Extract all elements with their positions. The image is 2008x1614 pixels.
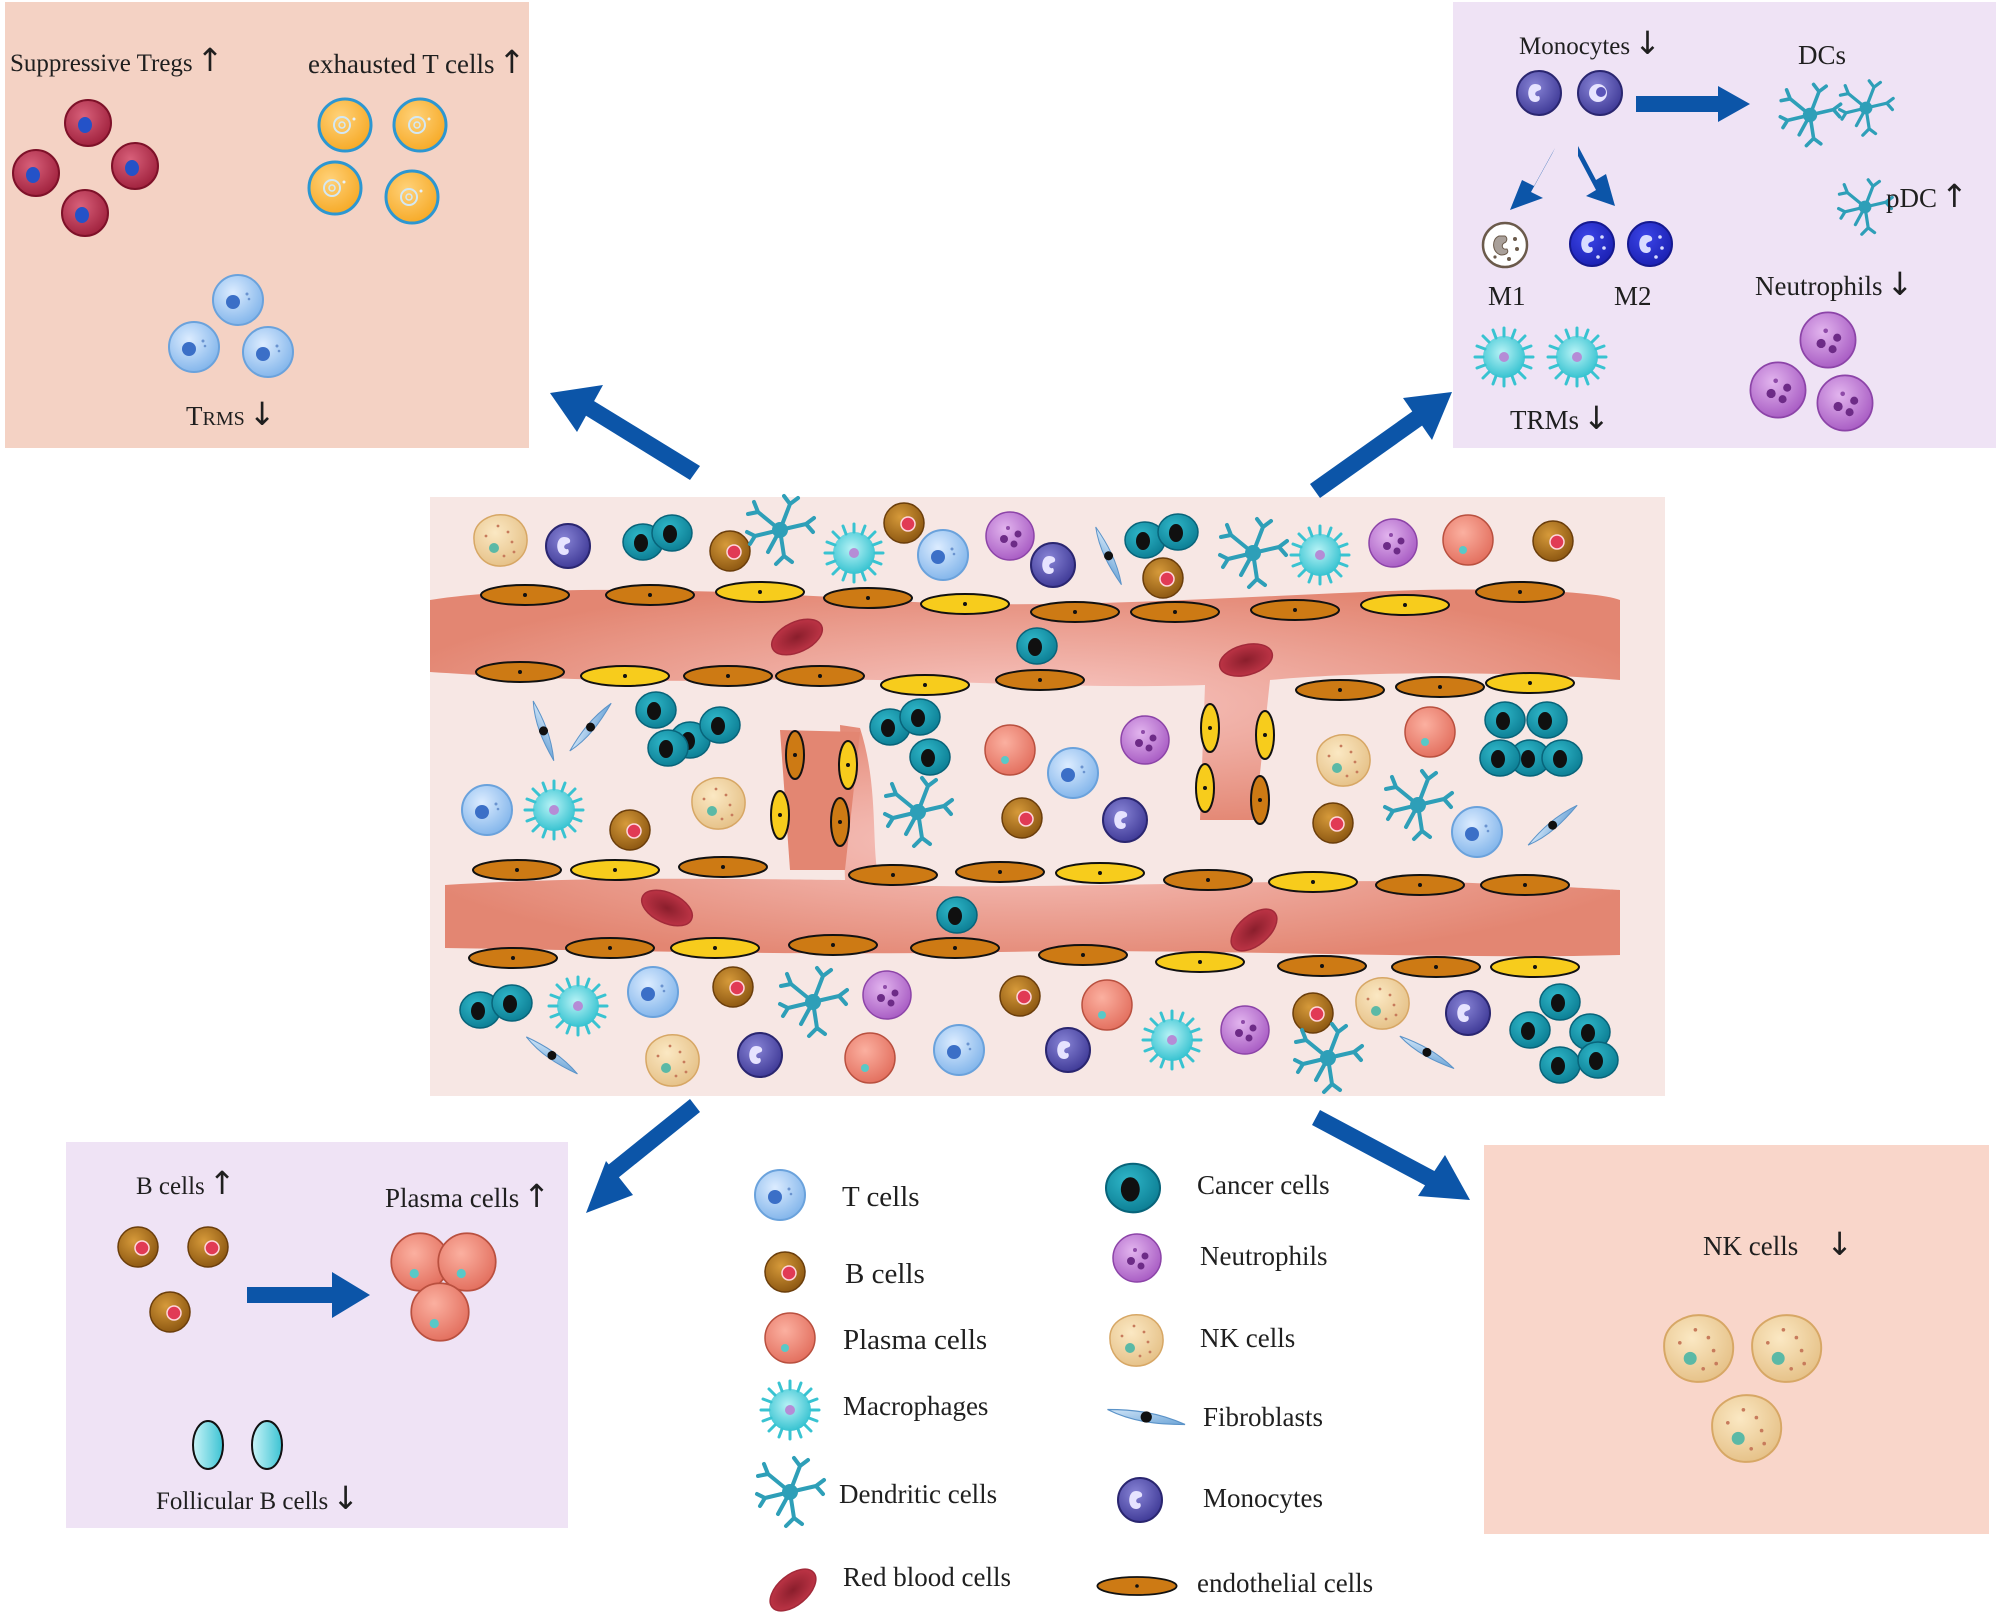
follicular-text: Follicular B cells xyxy=(156,1488,329,1515)
exhausted-text: exhausted T cells xyxy=(308,49,495,79)
up-arrow-icon: ↑ xyxy=(208,1164,236,1202)
bcell-to-plasma-arrow xyxy=(247,1272,370,1318)
arrow-to-bottom-right xyxy=(1312,1110,1470,1200)
label-dcs: DCs xyxy=(1798,40,1847,70)
legend-label-plasma-cells: Plasma cells xyxy=(843,1324,988,1356)
label-nk-cells: NK cells ↓ xyxy=(1703,1228,1853,1260)
label-exhausted-t-cells: exhausted T cells↑ xyxy=(308,46,525,78)
legend-label-fibroblasts: Fibroblasts xyxy=(1203,1402,1324,1432)
label-trms-top-right: TRMs↓ xyxy=(1510,402,1610,434)
legend-label-monocytes: Monocytes xyxy=(1203,1483,1323,1513)
panel-bottom-right xyxy=(1484,1145,1989,1534)
legend-label-endothelial-cells: endothelial cells xyxy=(1197,1568,1374,1598)
fibroblast-icon xyxy=(1106,1408,1186,1426)
panel-bottom-left xyxy=(66,1142,568,1528)
cancer-cell-icon xyxy=(1104,1162,1162,1214)
down-arrow-icon: ↓ xyxy=(332,1479,360,1517)
label-follicular-b-cells: Follicular B cells↓ xyxy=(156,1482,359,1514)
blood-vessel-top xyxy=(430,589,1620,820)
down-arrow-icon: ↓ xyxy=(1826,1225,1854,1263)
plasma-cell-icon xyxy=(764,1312,816,1364)
legend-label-b-cells: B cells xyxy=(845,1258,925,1290)
label-monocytes: Monocytes↓ xyxy=(1519,27,1661,59)
label-pdc: pDC↑ xyxy=(1886,180,1968,212)
macrophage-icon xyxy=(759,1379,821,1441)
legend-label-cancer-cells: Cancer cells xyxy=(1197,1170,1330,1200)
tregs-text: Suppressive Tregs xyxy=(10,50,193,77)
monocyte-arrows xyxy=(1510,86,1750,210)
trms-sub-text: RMS xyxy=(202,408,245,430)
flow-arrows xyxy=(550,385,1470,1213)
legend-label-dendritic-cells: Dendritic cells xyxy=(839,1479,998,1509)
label-b-cells: B cells↑ xyxy=(136,1167,236,1199)
neutrophil-icon xyxy=(1112,1233,1162,1283)
up-arrow-icon: ↑ xyxy=(498,43,526,81)
legend-label-macrophages: Macrophages xyxy=(843,1391,989,1421)
arrow-to-top-right xyxy=(1310,392,1452,498)
label-suppressive-tregs: Suppressive Tregs↑ xyxy=(10,44,223,76)
down-arrow-icon: ↓ xyxy=(248,395,276,433)
bcells-text: B cells xyxy=(136,1173,205,1200)
label-trms-top-left: TRMS↓ xyxy=(186,398,276,430)
b-cell-icon xyxy=(764,1251,806,1293)
trms-text: TRMs xyxy=(1510,405,1580,435)
down-arrow-icon: ↓ xyxy=(1634,24,1661,62)
monocyte-icon xyxy=(1117,1477,1163,1523)
legend-label-nk-cells: NK cells xyxy=(1200,1323,1296,1353)
up-arrow-icon: ↑ xyxy=(523,1177,551,1215)
down-arrow-icon: ↓ xyxy=(1583,399,1610,437)
label-plasma-cells: Plasma cells↑ xyxy=(385,1180,550,1212)
m1-m2-group xyxy=(1481,221,1673,269)
down-arrow-icon: ↓ xyxy=(1886,265,1914,303)
legend-icons xyxy=(754,1162,1186,1614)
up-arrow-icon: ↑ xyxy=(1941,177,1968,215)
pdc-text: pDC xyxy=(1886,183,1938,213)
label-m1: M1 xyxy=(1488,281,1526,311)
legend-label-neutrophils: Neutrophils xyxy=(1200,1241,1328,1271)
nk-text: NK cells xyxy=(1703,1231,1799,1261)
arrow-to-top-left xyxy=(550,385,700,480)
arrow-to-bottom-left xyxy=(586,1099,700,1213)
panel-top-right xyxy=(1453,2,1996,448)
up-arrow-icon: ↑ xyxy=(196,41,224,79)
nk-cell-icon xyxy=(1109,1313,1164,1367)
red-blood-cell-icon xyxy=(761,1560,825,1614)
label-neutrophils: Neutrophils↓ xyxy=(1755,268,1913,300)
monocytes-text: Monocytes xyxy=(1519,33,1631,60)
dendritic-cell-icon xyxy=(755,1456,826,1528)
endothelial-cell-icon xyxy=(1096,1576,1178,1596)
label-m2: M2 xyxy=(1614,281,1652,311)
blood-vessel-bottom xyxy=(445,725,1620,957)
neutrophils-text: Neutrophils xyxy=(1755,271,1883,301)
t-cell-icon xyxy=(754,1169,806,1221)
plasma-text: Plasma cells xyxy=(385,1183,520,1213)
legend-label-red-blood-cells: Red blood cells xyxy=(843,1562,1011,1592)
legend-label-t-cells: T cells xyxy=(842,1181,920,1213)
trms-main-text: T xyxy=(186,401,203,431)
